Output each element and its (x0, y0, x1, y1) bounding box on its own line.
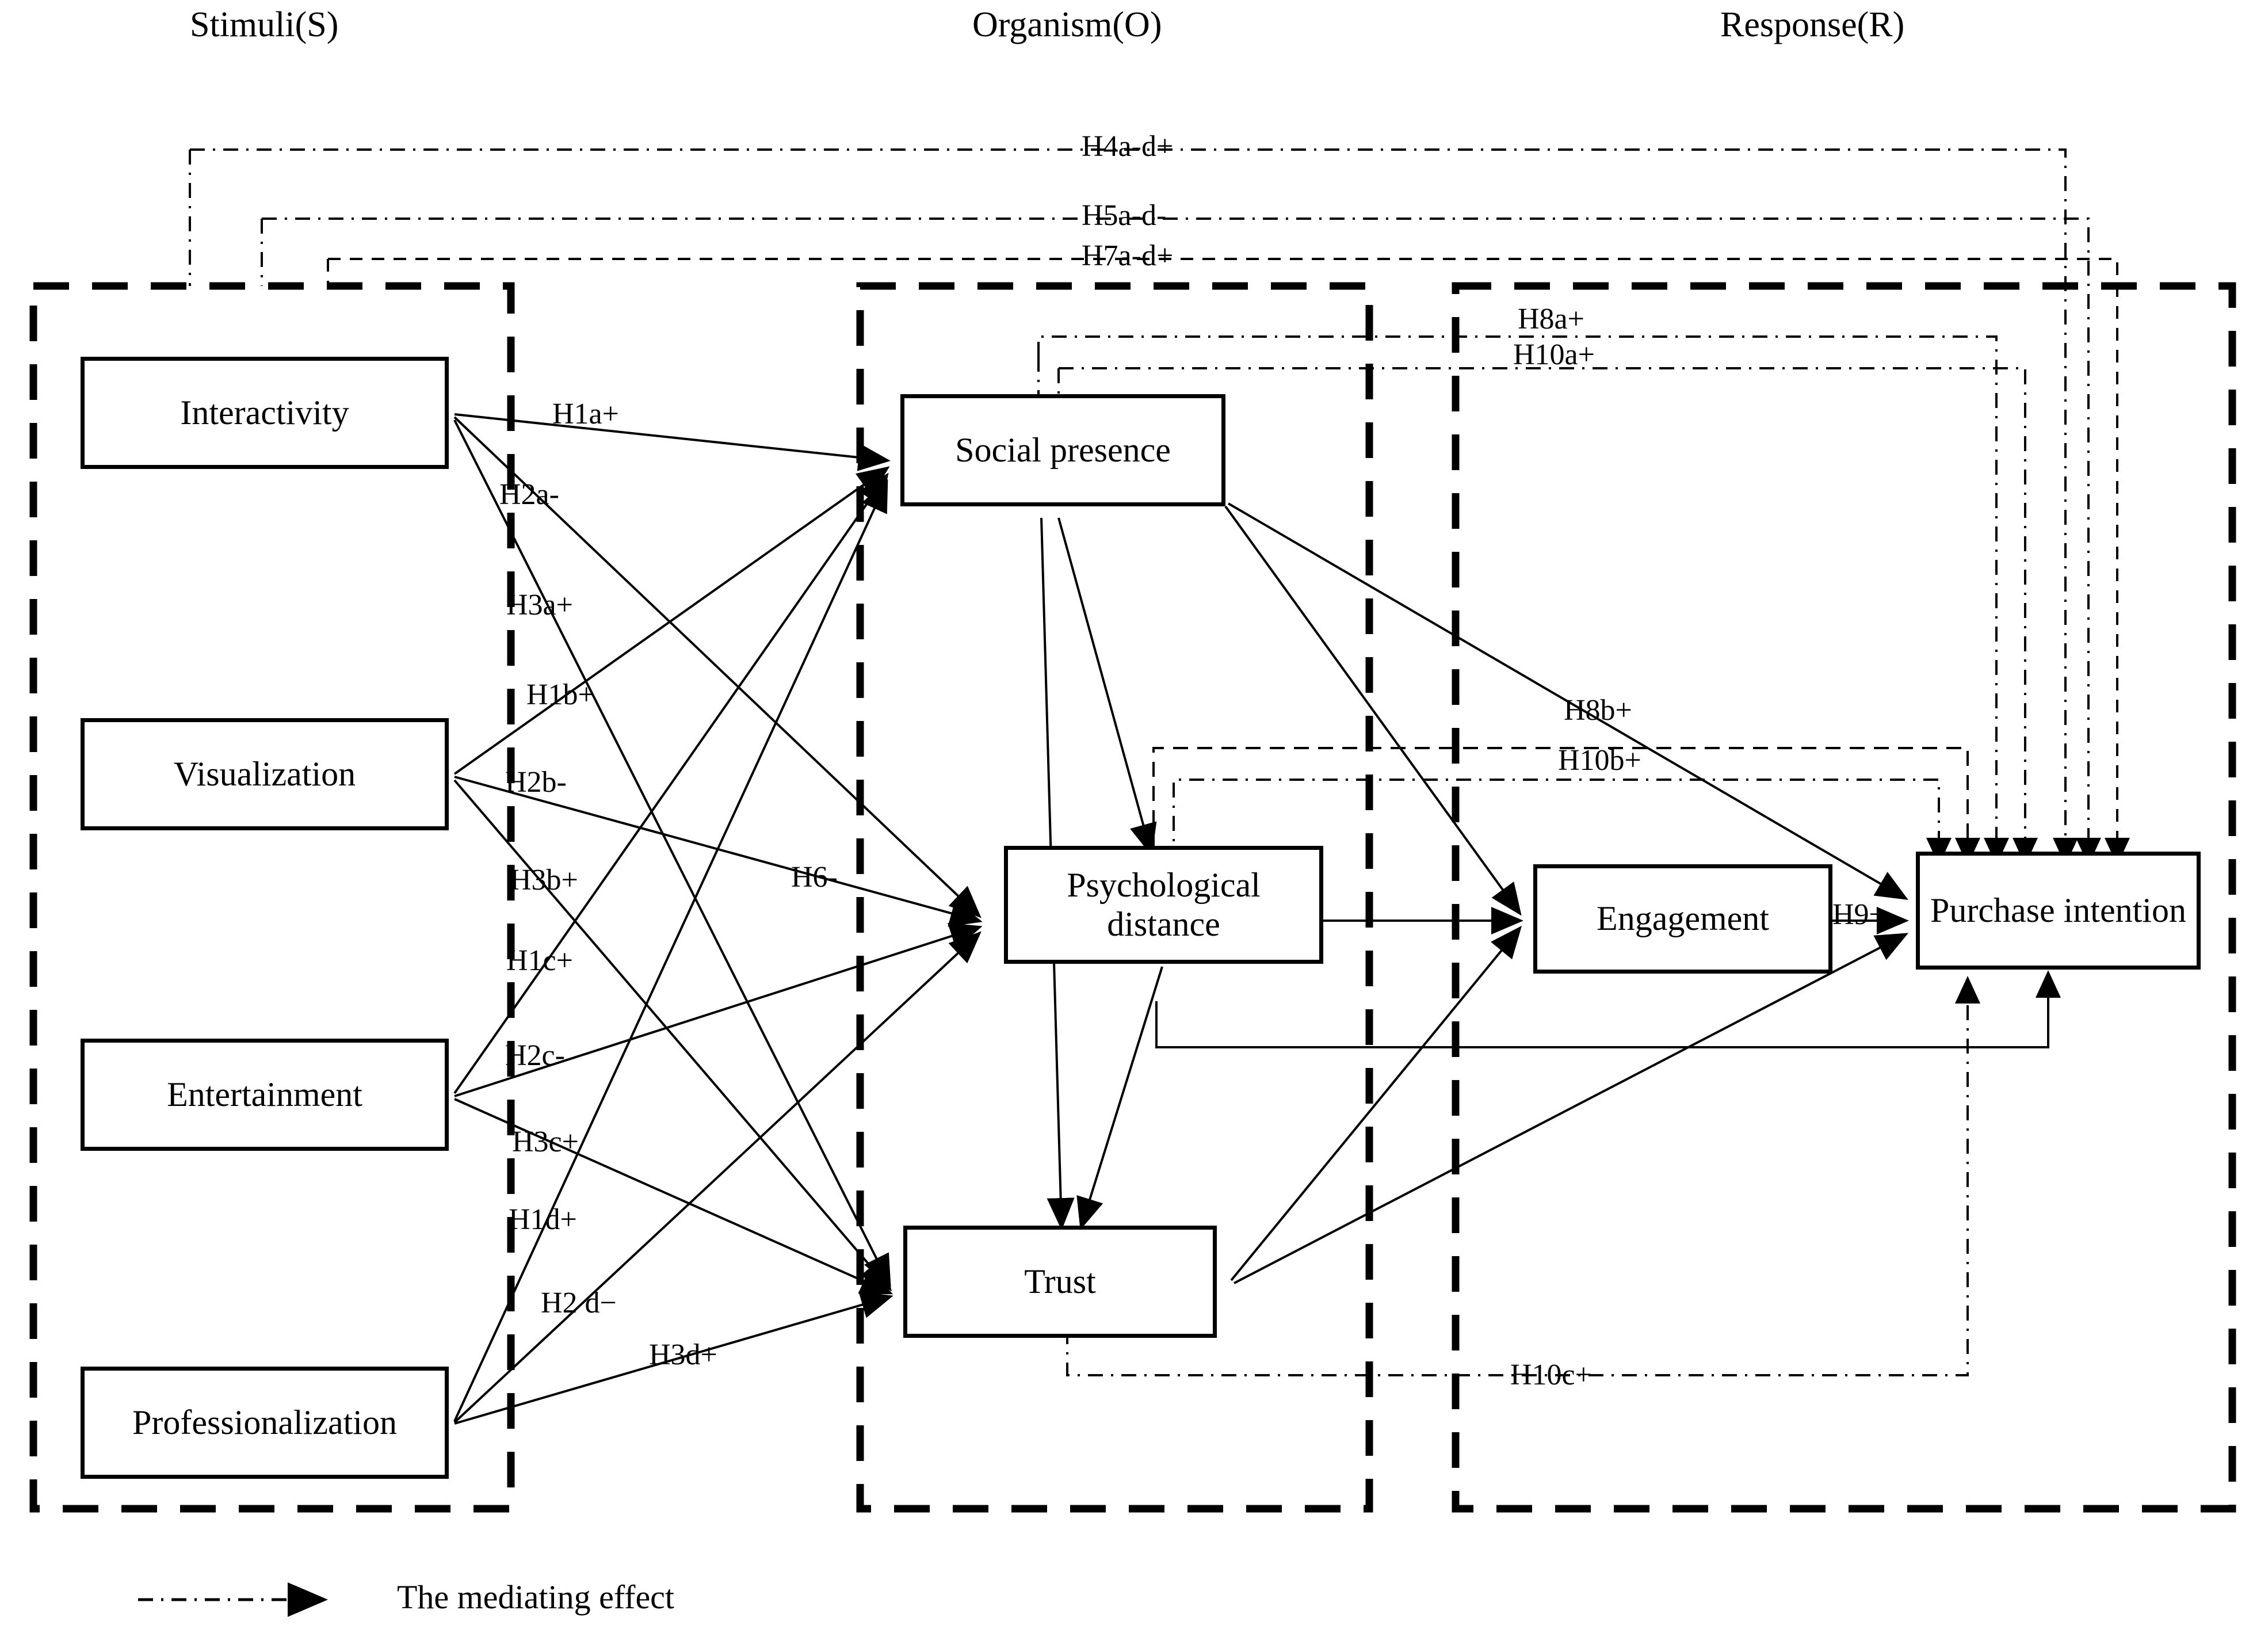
hypothesis-label-h5: H5a-d- (1082, 199, 1167, 232)
edge-trust-purchase (1234, 933, 1909, 1284)
node-entertainment[interactable]: Entertainment (81, 1039, 449, 1151)
hypothesis-label-h8b: H8b+ (1564, 694, 1632, 727)
hypothesis-label-h2d: H2 d− (541, 1287, 617, 1319)
hypothesis-label-h3a: H3a+ (506, 589, 573, 621)
group-boundary-stimuli (29, 282, 515, 1513)
legend-label-mediating-effect: The mediating effect (397, 1578, 675, 1616)
node-social-presence[interactable]: Social presence (900, 394, 1225, 506)
edges-to-trust (453, 419, 893, 1425)
mediating-h10b-path (1173, 779, 1952, 898)
node-label: Professionalization (132, 1403, 397, 1441)
hypothesis-label-h3d: H3d+ (649, 1338, 717, 1371)
edge-routing-lower-solid (1155, 970, 2061, 1048)
hypothesis-label-h2a: H2a- (499, 478, 559, 511)
node-label: Visualization (173, 754, 356, 793)
node-label: Social presence (955, 430, 1171, 469)
hypothesis-label-h1d: H1d+ (509, 1203, 577, 1236)
edge-trust-engagement (1230, 925, 1522, 1281)
hypothesis-label-h6: H6- (791, 861, 838, 894)
mediating-h10c-path (1066, 976, 1980, 1376)
node-trust[interactable]: Trust (903, 1226, 1217, 1338)
hypothesis-label-h2b: H2b- (505, 766, 567, 799)
node-psychological-distance[interactable]: Psychological distance (1004, 846, 1323, 964)
edge-psych-distance-trust (1076, 966, 1163, 1230)
node-label: Psychological distance (1067, 866, 1261, 943)
hypothesis-label-h1a: H1a+ (552, 398, 619, 430)
hypothesis-label-h1c: H1c+ (506, 944, 573, 977)
hypothesis-label-h7: H7a-d+ (1082, 239, 1174, 272)
group-boundary-organism (856, 282, 1373, 1513)
node-professionalization[interactable]: Professionalization (81, 1367, 449, 1479)
edges-to-social-presence (453, 413, 891, 1422)
node-visualization[interactable]: Visualization (81, 718, 449, 830)
hypothesis-label-h3b: H3b+ (510, 864, 578, 896)
node-label: Engagement (1597, 899, 1769, 938)
edge-social-presence-psych-distance (1057, 517, 1157, 856)
mediating-h8a-path (1037, 335, 2009, 865)
mediating-h4-path (190, 148, 2078, 865)
hypothesis-label-h10c: H10c+ (1510, 1359, 1592, 1391)
node-engagement[interactable]: Engagement (1533, 864, 1832, 974)
edge-social-presence-purchase (1227, 502, 1908, 901)
hypothesis-label-h10a: H10a+ (1513, 338, 1595, 371)
hypothesis-label-h10b: H10b+ (1558, 744, 1641, 777)
hypothesis-label-h4: H4a-d+ (1082, 130, 1174, 163)
column-title-stimuli: Stimuli(S) (190, 5, 339, 44)
mediating-h7-path (328, 258, 2130, 865)
mediating-h5-path (262, 218, 2101, 865)
hypothesis-label-h2c: H2c- (505, 1039, 565, 1072)
hypothesis-label-h1b: H1b+ (526, 678, 595, 711)
column-title-response: Response(R) (1720, 5, 1905, 44)
node-label: Trust (1024, 1262, 1096, 1300)
node-label: Entertainment (167, 1075, 362, 1113)
hypothesis-label-h9: H9+ (1832, 898, 1886, 931)
node-purchase-intention[interactable]: Purchase intention (1916, 852, 2201, 970)
edge-social-presence-engagement (1224, 505, 1522, 916)
mediating-h8b-path (1152, 747, 1980, 898)
node-interactivity[interactable]: Interactivity (81, 357, 449, 469)
edges-to-psych-distance (453, 416, 983, 1424)
column-title-organism: Organism(O) (972, 5, 1162, 44)
node-label: Interactivity (180, 393, 349, 432)
hypothesis-label-h3c: H3c+ (512, 1126, 579, 1158)
node-label: Purchase intention (1930, 891, 2186, 929)
hypothesis-label-h8a: H8a+ (1518, 303, 1584, 335)
